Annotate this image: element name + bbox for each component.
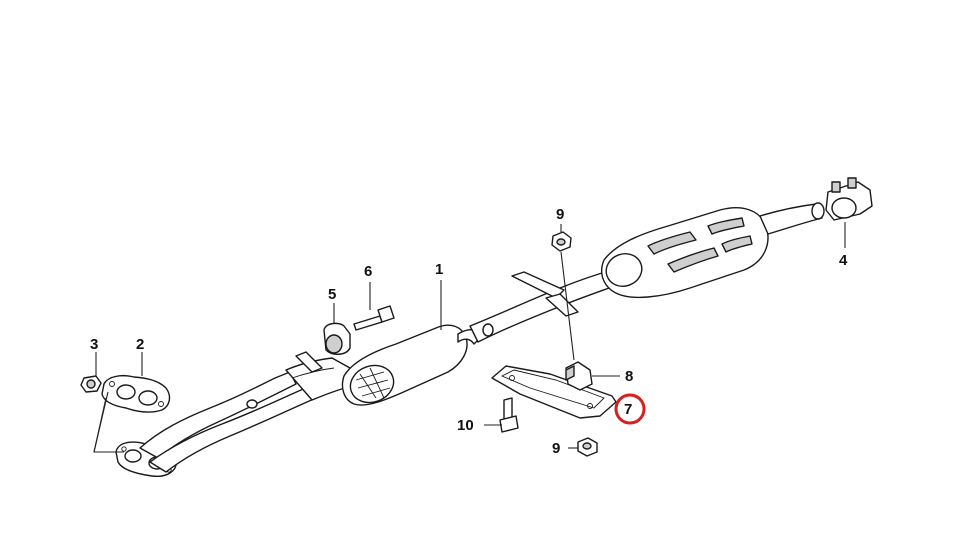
label-part-1[interactable]: 1: [435, 261, 443, 278]
label-part-7[interactable]: 7: [624, 401, 632, 418]
part-5-rubber-mount[interactable]: [323, 322, 351, 355]
part-4-clamp[interactable]: [825, 177, 873, 221]
label-part-9-lower[interactable]: 9: [552, 440, 560, 457]
part-labels: 1 2 3 4 5 6 7 8 9 9 10: [90, 206, 848, 457]
part-6-bolt[interactable]: [353, 305, 395, 331]
label-part-9-upper[interactable]: 9: [556, 206, 564, 223]
part-7-heat-shield-plate[interactable]: [491, 365, 617, 419]
part-7-highlight-ring: [614, 393, 646, 425]
rear-muffler[interactable]: [600, 202, 825, 299]
label-part-2[interactable]: 2: [136, 336, 144, 353]
part-9-nut-lower[interactable]: [577, 437, 598, 457]
center-pipe[interactable]: [469, 269, 621, 343]
part-2-gasket[interactable]: [101, 375, 171, 413]
label-part-10[interactable]: 10: [457, 417, 474, 434]
label-part-3[interactable]: 3: [90, 336, 98, 353]
front-pipe-assembly[interactable]: [115, 351, 353, 477]
label-part-5[interactable]: 5: [328, 286, 336, 303]
label-part-6[interactable]: 6: [364, 263, 372, 280]
label-part-8[interactable]: 8: [625, 368, 633, 385]
part-10-bolt[interactable]: [499, 397, 519, 433]
front-catalytic-converter[interactable]: [341, 324, 483, 408]
label-part-4[interactable]: 4: [839, 252, 848, 269]
leader-lines: [93, 222, 846, 453]
part-9-nut-upper[interactable]: [551, 231, 572, 252]
part-8-rubber-block[interactable]: [565, 361, 593, 391]
part-3-nut[interactable]: [80, 375, 102, 393]
